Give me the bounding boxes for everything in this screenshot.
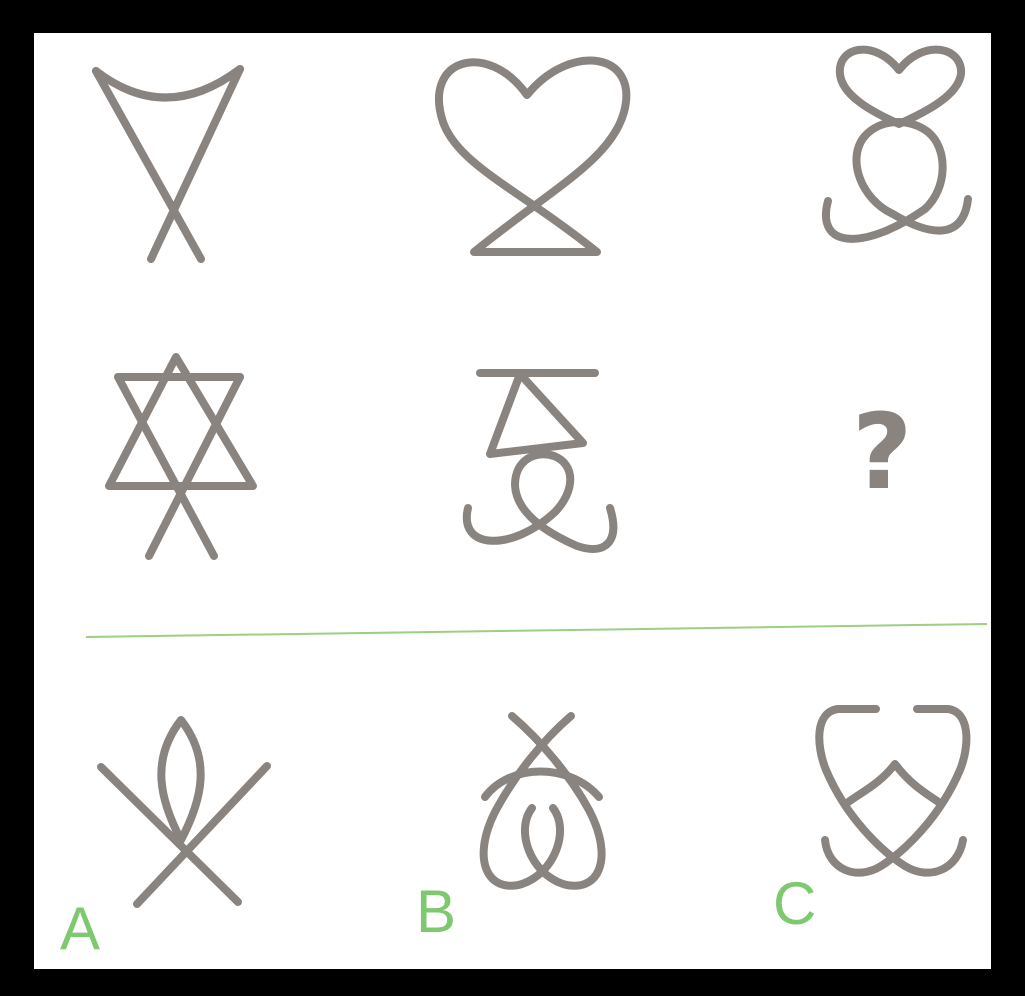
glyph-r2c1-crossed-star (109, 357, 253, 556)
glyph-r2c2-triangle-loop-hooks (467, 373, 614, 549)
option-b-label[interactable]: B (416, 882, 456, 942)
glyph-r1c2-heart-bow (439, 61, 626, 252)
glyph-r1c1-crossed-triangle (96, 69, 240, 259)
missing-answer-mark: ? (852, 400, 912, 504)
option-c-label[interactable]: C (773, 874, 816, 934)
option-c-figure (819, 709, 966, 873)
option-b-figure (484, 716, 602, 886)
option-a-figure (101, 720, 267, 904)
divider-line (86, 624, 987, 637)
option-a-label[interactable]: A (60, 899, 100, 959)
glyph-r1c3-heart-loop-hooks (826, 50, 968, 239)
